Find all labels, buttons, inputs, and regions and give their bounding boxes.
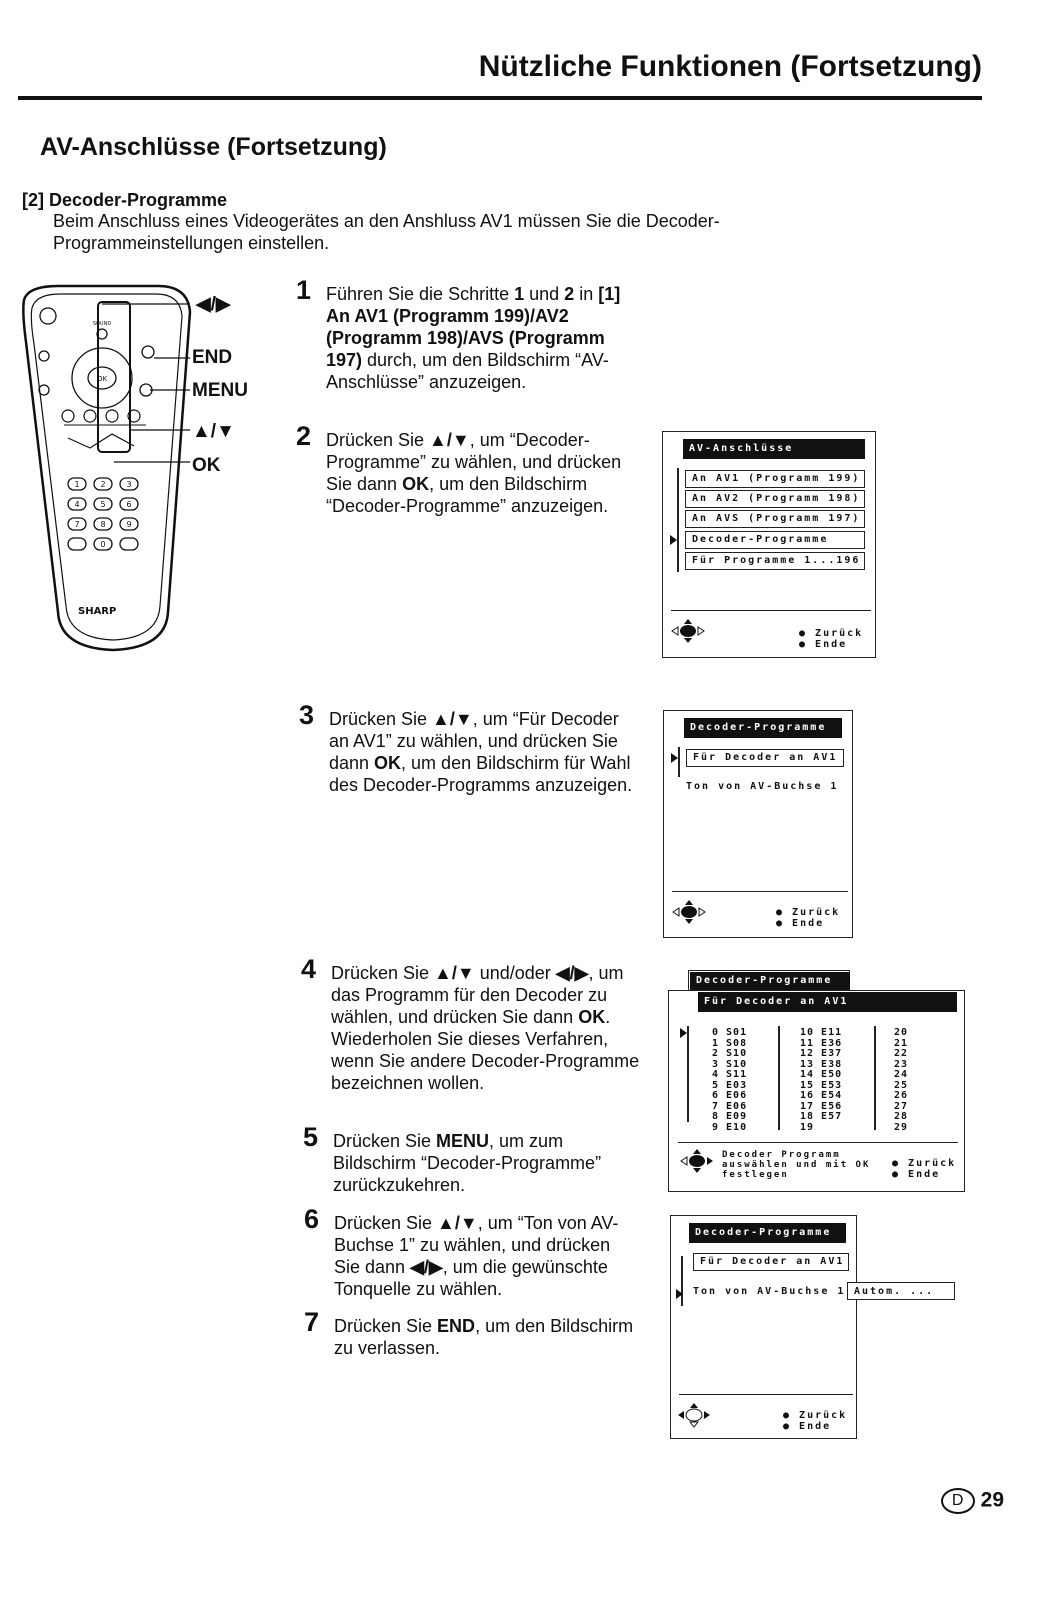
svg-text:7: 7 xyxy=(74,520,79,529)
screen-decoder-programme: Decoder-Programme Für Decoder an AV1 Ton… xyxy=(663,710,853,938)
dpad-ok-icon xyxy=(671,619,705,643)
dpad-ok-icon xyxy=(680,1149,713,1173)
svg-text:6: 6 xyxy=(126,500,131,509)
subsection-heading: [2] Decoder-Programme xyxy=(22,190,228,210)
channel-column-2: 10 E11 11 E36 12 E37 13 E38 14 E50 15 E5… xyxy=(800,1027,843,1133)
page-letter-badge: D xyxy=(940,1488,975,1514)
screen-fuer-decoder: Decoder-Programme Für Decoder an AV1 0 S… xyxy=(668,970,965,1192)
step-6: 6 Drücken Sie ▲/▼, um “Ton von AV-Buchse… xyxy=(304,1204,619,1300)
menu-item: An AV2 (Programm 198) xyxy=(685,490,865,508)
section-heading: AV-Anschlüsse (Fortsetzung) xyxy=(40,133,387,161)
menu-item: An AV1 (Programm 199) xyxy=(685,470,865,488)
page-title: Nützliche Funktionen (Fortsetzung) xyxy=(478,50,982,83)
label-left-right: ◀/▶ xyxy=(196,294,231,315)
step-3: 3 Drücken Sie ▲/▼, um “Für Decoder an AV… xyxy=(299,700,633,796)
cursor-arrow-icon xyxy=(671,753,678,763)
menu-item-selected: Decoder-Programme xyxy=(685,531,865,549)
menu-item: Für Programme 1...196 xyxy=(685,552,865,570)
channel-column-3: 20 21 22 23 24 25 26 27 28 29 xyxy=(894,1027,909,1133)
title-rule xyxy=(18,96,982,100)
menu-item: Ton von AV-Buchse 1 xyxy=(686,781,839,792)
svg-text:8: 8 xyxy=(100,520,105,529)
screen-header-back: Decoder-Programme xyxy=(690,972,850,990)
step-5: 5 Drücken Sie MENU, um zum Bildschirm “D… xyxy=(303,1122,602,1196)
svg-text:4: 4 xyxy=(74,500,79,509)
remote-brand-logo: SHARP xyxy=(78,606,116,617)
cursor-arrow-icon xyxy=(680,1028,687,1038)
step-1: 1 Führen Sie die Schritte 1 und 2 in [1]… xyxy=(296,275,621,393)
svg-text:3: 3 xyxy=(126,480,131,489)
label-end: END xyxy=(192,347,233,368)
svg-text:OK: OK xyxy=(97,375,108,383)
screen-header: Decoder-Programme xyxy=(689,1223,846,1243)
remote-control-illustration: 1 2 3 4 5 6 7 8 9 0 SHARP SOUND OK xyxy=(22,284,192,652)
screen-header: AV-Anschlüsse xyxy=(683,439,865,459)
screen-header: Decoder-Programme xyxy=(684,718,842,738)
svg-text:1: 1 xyxy=(74,480,79,489)
menu-item-selected: Für Decoder an AV1 xyxy=(686,749,844,767)
step-2: 2 Drücken Sie ▲/▼, um “Decoder-Programme… xyxy=(296,421,622,517)
cursor-arrow-icon xyxy=(670,535,677,545)
svg-text:0: 0 xyxy=(100,540,105,549)
menu-item: Für Decoder an AV1 xyxy=(693,1253,849,1271)
step-7: 7 Drücken Sie END, um den Bildschirm zu … xyxy=(304,1307,634,1359)
svg-text:5: 5 xyxy=(100,500,105,509)
step-4: 4 Drücken Sie ▲/▼ und/oder ◀/▶, um das P… xyxy=(301,954,640,1094)
dpad-ok-icon xyxy=(672,900,706,924)
screen-av-anschluesse: AV-Anschlüsse An AV1 (Programm 199) An A… xyxy=(662,431,876,658)
value-box: Autom. ... xyxy=(847,1282,955,1300)
intro-text: Beim Anschluss eines Videogerätes an den… xyxy=(53,211,720,253)
dpad-icon xyxy=(678,1403,710,1428)
svg-text:9: 9 xyxy=(126,520,131,529)
label-menu: MENU xyxy=(192,380,248,401)
label-ok: OK xyxy=(192,455,221,476)
menu-item: An AVS (Programm 197) xyxy=(685,510,865,528)
svg-text:2: 2 xyxy=(100,480,105,489)
cursor-arrow-icon xyxy=(676,1289,683,1299)
screen-ton-av-buchse: Decoder-Programme Für Decoder an AV1 Ton… xyxy=(670,1215,857,1439)
hint-text: Decoder Programm auswählen und mit OK fe… xyxy=(722,1150,871,1180)
menu-item-selected: Ton von AV-Buchse 1 xyxy=(693,1286,846,1297)
label-up-down: ▲/▼ xyxy=(192,421,235,442)
svg-text:SOUND: SOUND xyxy=(93,321,112,327)
channel-column-1: 0 S01 1 S08 2 S10 3 S10 4 S11 5 E03 6 E0… xyxy=(712,1027,748,1133)
screen-header: Für Decoder an AV1 xyxy=(698,992,957,1012)
